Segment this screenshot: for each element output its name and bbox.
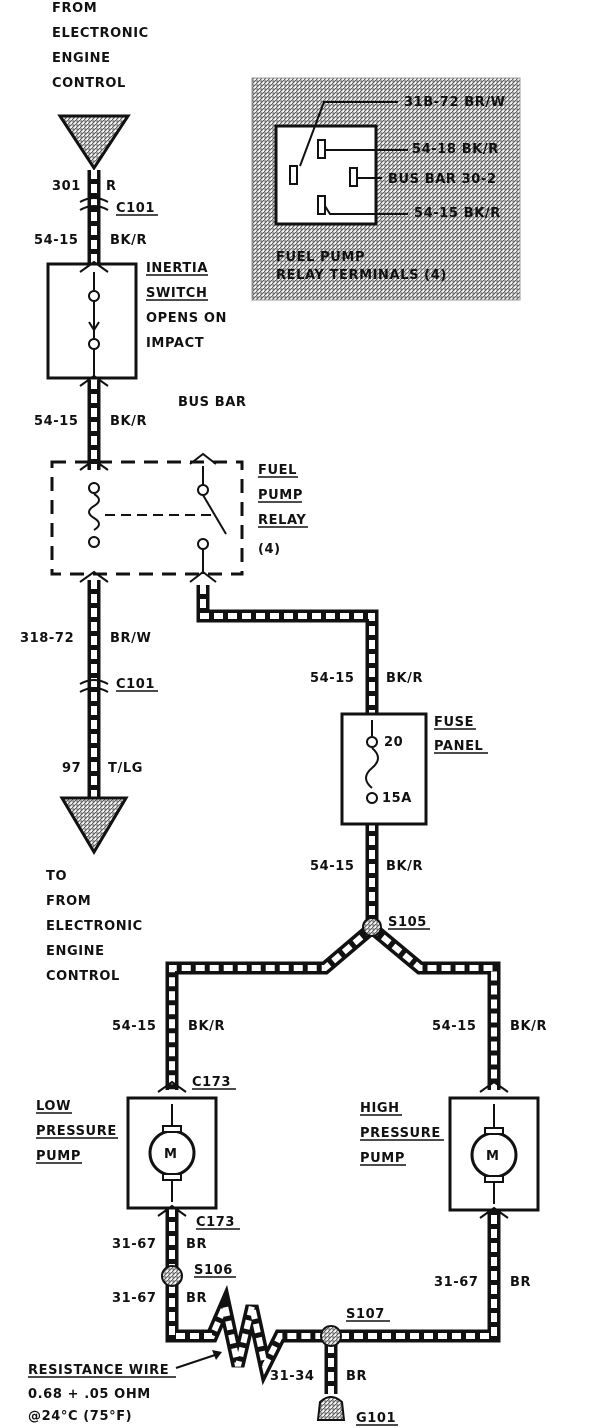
color-301: R bbox=[106, 179, 117, 194]
diagram-label: CONTROL bbox=[52, 76, 126, 91]
diagram-label: ELECTRONIC bbox=[52, 26, 149, 41]
color-54-15-b: BK/R bbox=[110, 414, 147, 429]
diagram-label: HIGH bbox=[360, 1101, 400, 1116]
label-c101-top: C101 bbox=[116, 201, 155, 216]
diagram-label: G101 bbox=[356, 1411, 396, 1426]
diagram-label: FUEL PUMP bbox=[276, 250, 365, 265]
color-54-15-c: BK/R bbox=[386, 671, 423, 686]
wire-labels: 301 R 54-15 BK/R 54-15 BK/R 318-72 BR/W … bbox=[20, 179, 547, 1384]
diagram-label: FUSE bbox=[434, 715, 474, 730]
target-triangle bbox=[59, 796, 129, 855]
wire-harness bbox=[87, 170, 501, 1394]
splice-s105 bbox=[362, 917, 382, 937]
top-source-label: FROM ELECTRONIC ENGINE CONTROL bbox=[52, 1, 149, 91]
diagram-label: PUMP bbox=[360, 1151, 405, 1166]
color-31-67-c: BR bbox=[510, 1275, 531, 1290]
circuit-31-67-b: 31-67 bbox=[112, 1291, 157, 1306]
circuit-54-15-f: 54-15 bbox=[432, 1019, 477, 1034]
fuel-pump-relay: BUS BAR FUEL PUMP RELAY (4) bbox=[50, 395, 308, 583]
circuit-31-34: 31-34 bbox=[270, 1369, 315, 1384]
inertia-switch: INERTIA SWITCH OPENS ON IMPACT bbox=[46, 260, 227, 387]
relay-terminals-inset: 31B-72 BR/W 54-18 BK/R BUS BAR 30-2 54-1… bbox=[251, 77, 521, 301]
diagram-label: IMPACT bbox=[146, 336, 204, 351]
color-54-15-d: BK/R bbox=[386, 859, 423, 874]
connector-c101-top bbox=[79, 197, 109, 211]
circuit-31-67-a: 31-67 bbox=[112, 1237, 157, 1252]
circuit-54-15-a: 54-15 bbox=[34, 233, 79, 248]
diagram-label: RESISTANCE WIRE bbox=[28, 1363, 169, 1378]
diagram-label: 20 bbox=[384, 735, 403, 750]
diagram-label: PUMP bbox=[258, 488, 303, 503]
diagram-label: LOW bbox=[36, 1099, 71, 1114]
connector-labels: C101 C101 C173 C173 S105 S106 S107 bbox=[116, 201, 430, 1322]
diagram-label: ELECTRONIC bbox=[46, 919, 143, 934]
circuit-318-72: 318-72 bbox=[20, 631, 74, 646]
color-54-15-e: BK/R bbox=[188, 1019, 225, 1034]
diagram-label: 54-18 BK/R bbox=[412, 142, 499, 157]
color-97: T/LG bbox=[108, 761, 143, 776]
diagram-label: ENGINE bbox=[46, 944, 105, 959]
color-318-72: BR/W bbox=[110, 631, 151, 646]
diagram-label: 0.68 + .05 OHM bbox=[28, 1387, 151, 1402]
diagram-label: PRESSURE bbox=[36, 1124, 117, 1139]
resistance-wire-label: RESISTANCE WIRE 0.68 + .05 OHM @24°C (75… bbox=[28, 1350, 222, 1424]
splice-s107 bbox=[320, 1325, 342, 1347]
diagram-label: (4) bbox=[258, 542, 281, 557]
color-31-67-b: BR bbox=[186, 1291, 207, 1306]
diagram-label: CONTROL bbox=[46, 969, 120, 984]
color-54-15-a: BK/R bbox=[110, 233, 147, 248]
low-pressure-pump: M LOW PRESSURE PUMP bbox=[36, 1080, 218, 1217]
diagram-label: RELAY bbox=[258, 513, 306, 528]
label-s107: S107 bbox=[346, 1307, 385, 1322]
diagram-label: PUMP bbox=[36, 1149, 81, 1164]
diagram-label: INERTIA bbox=[146, 261, 208, 276]
high-pressure-pump: M HIGH PRESSURE PUMP bbox=[360, 1080, 540, 1219]
connector-c101-bottom bbox=[79, 679, 109, 693]
color-54-15-f: BK/R bbox=[510, 1019, 547, 1034]
label-c173-bottom: C173 bbox=[196, 1215, 235, 1230]
splice-s106 bbox=[161, 1265, 183, 1287]
diagram-label: SWITCH bbox=[146, 286, 207, 301]
circuit-31-67-c: 31-67 bbox=[434, 1275, 479, 1290]
diagram-label: FROM bbox=[52, 1, 97, 16]
circuit-54-15-b: 54-15 bbox=[34, 414, 79, 429]
circuit-301: 301 bbox=[52, 179, 81, 194]
diagram-label: @24°C (75°F) bbox=[28, 1409, 132, 1424]
source-triangle bbox=[57, 114, 131, 171]
diagram-label: RELAY TERMINALS (4) bbox=[276, 268, 447, 283]
circuit-54-15-c: 54-15 bbox=[310, 671, 355, 686]
diagram-label: ENGINE bbox=[52, 51, 111, 66]
diagram-label: BUS BAR 30-2 bbox=[388, 172, 497, 187]
diagram-label: FROM bbox=[46, 894, 91, 909]
label-c101-bottom: C101 bbox=[116, 677, 155, 692]
bottom-target-label: TO FROM ELECTRONIC ENGINE CONTROL bbox=[46, 869, 143, 984]
bus-bar-label: BUS BAR bbox=[178, 395, 247, 410]
diagram-label: PRESSURE bbox=[360, 1126, 441, 1141]
circuit-54-15-d: 54-15 bbox=[310, 859, 355, 874]
ground-g101: G101 bbox=[316, 1396, 398, 1426]
motor-symbol-high: M bbox=[486, 1149, 500, 1164]
circuit-97: 97 bbox=[62, 761, 81, 776]
label-c173-top: C173 bbox=[192, 1075, 231, 1090]
label-s106: S106 bbox=[194, 1263, 233, 1278]
diagram-label: TO bbox=[46, 869, 67, 884]
color-31-67-a: BR bbox=[186, 1237, 207, 1252]
diagram-label: OPENS ON bbox=[146, 311, 227, 326]
color-31-34: BR bbox=[346, 1369, 367, 1384]
motor-symbol-low: M bbox=[164, 1147, 178, 1162]
fuse-panel: 20 15A FUSE PANEL bbox=[340, 712, 488, 826]
circuit-54-15-e: 54-15 bbox=[112, 1019, 157, 1034]
diagram-label: FUEL bbox=[258, 463, 297, 478]
diagram-label: 31B-72 BR/W bbox=[404, 95, 506, 110]
diagram-label: 54-15 BK/R bbox=[414, 206, 501, 221]
diagram-label: PANEL bbox=[434, 739, 483, 754]
label-s105: S105 bbox=[388, 915, 427, 930]
diagram-label: 15A bbox=[382, 791, 412, 806]
